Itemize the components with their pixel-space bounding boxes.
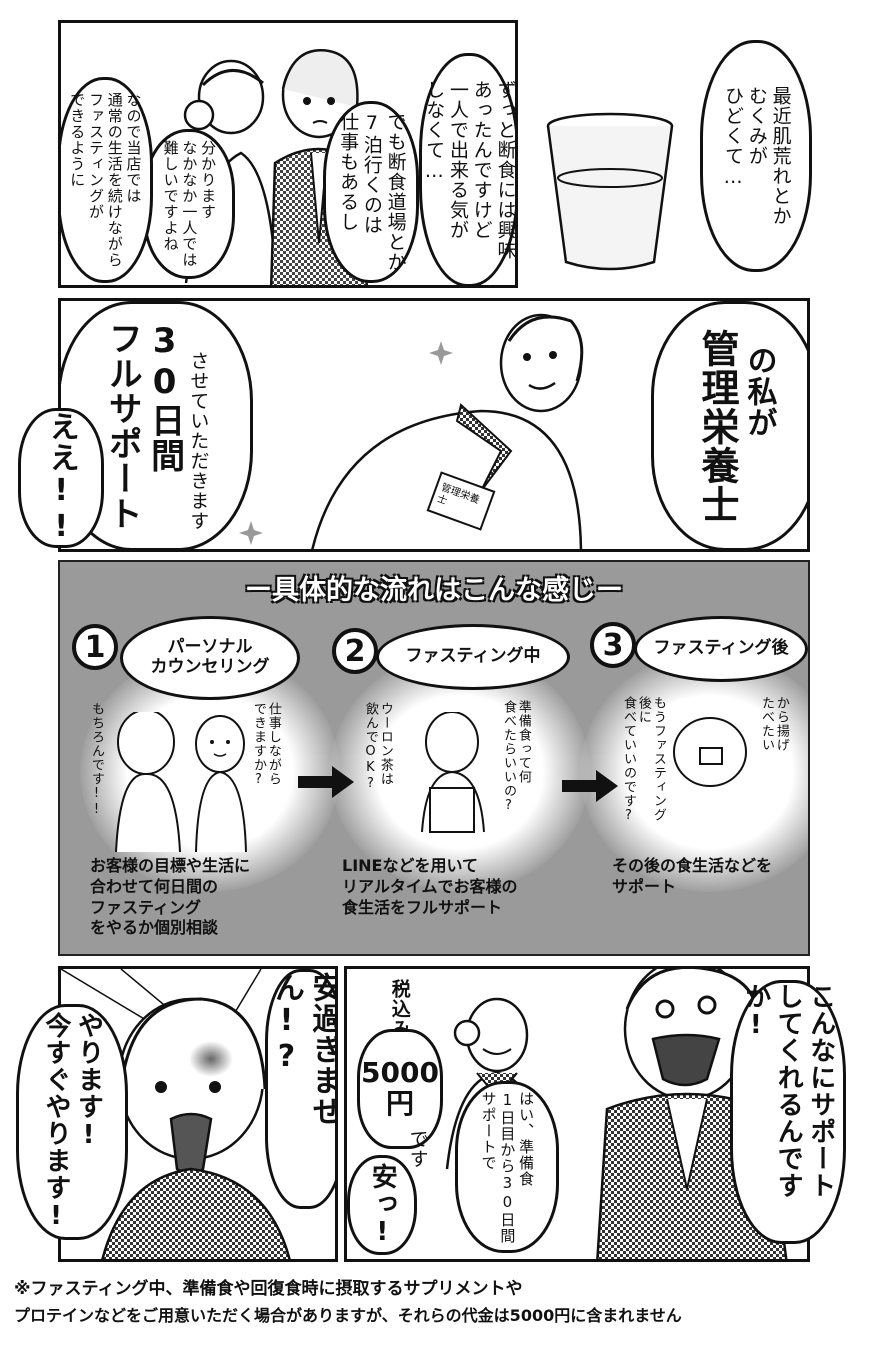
note-oolong: ウーロン茶は 飲んでOK? (362, 702, 393, 792)
excited-woman-illustration (61, 969, 291, 1259)
panel-nutritionist: 管理栄養士 管理栄養士 の私が 30日間 フルサポート させていただきます (58, 298, 810, 552)
shout-do-it: やります! 今すぐやります! (41, 1012, 104, 1232)
shout-too-cheap: 安過ぎません!? (269, 972, 338, 1127)
speech-bubble-so-much-support: こんなにサポート してくれるんですか! (730, 980, 846, 1244)
step-label-counseling: パーソナル カウンセリング (120, 616, 300, 700)
arrow-right-icon (298, 766, 354, 798)
footnote-line-1: ※ファスティング中、準備食や回復食時に摂取するサプリメントや (14, 1279, 523, 1299)
step-label-during-fasting: ファスティング中 (376, 624, 570, 690)
step3-illustration (673, 717, 747, 787)
speech-bubble-retreat: でも断食道場とか 7泊行くのは 仕事もあるし (323, 101, 419, 283)
speech-bubble-understand: 分かります なかなか一人では 難しいですよね (143, 129, 235, 279)
note-karaage: から揚げ たべたい (758, 696, 789, 752)
step-label-after-fasting: ファスティング後 (634, 616, 808, 682)
full-support-heading: 30日間 フルサポート (102, 321, 185, 531)
speech-bubble-too-cheap: 安過ぎません!? (265, 969, 338, 1209)
question-text: こんなにサポート してくれるんですか! (740, 983, 836, 1199)
bubble-text: ずっと断食には興味 あったんですけど 一人で出来る気が しなくて… (423, 80, 517, 260)
speech-bubble-skin-trouble: 最近肌荒れとか むくみが ひどくて… (700, 40, 812, 272)
note-can-i-eat: もうファスティング後に 食べていいのです? (620, 696, 666, 824)
step2-description: LINEなどを用いて リアルタイムでお客様の 食生活をフルサポート (342, 856, 518, 917)
price-amount: 5000 円 (361, 1056, 439, 1120)
flow-section: ー具体的な流れはこんな感じー 1 パーソナル カウンセリング もちろんです!! … (58, 560, 810, 956)
title-suffix: の私が (741, 344, 777, 438)
step1-description: お客様の目標や生活に 合わせて何日間の ファスティング をやるか個別相談 (90, 856, 251, 938)
flow-title: ー具体的な流れはこんな感じー (245, 575, 623, 606)
arrow-right-icon (562, 770, 618, 802)
price-bubble: 5000 円 (357, 1029, 443, 1149)
reply-text: はい、準備食 1日目から30日間 サポートで (479, 1090, 536, 1244)
title-nutritionist: 管理栄養士 (695, 328, 739, 524)
note-can-i-work: 仕事しながら できますか? (250, 702, 281, 788)
speech-bubble-our-store: なので当店では 通常の生活を続けながら ファスティングが できるように (61, 77, 153, 283)
water-glass-illustration (546, 112, 674, 271)
speech-bubble-nutritionist: 管理栄養士 の私が (651, 301, 807, 549)
note-prep-meal: 準備食って何 食べたらいいの? (500, 700, 531, 814)
step-number-1: 1 (72, 624, 118, 670)
bubble-text: 分かります なかなか一人では 難しいですよね (161, 140, 218, 268)
note-of-course: もちろんです!! (88, 702, 104, 818)
speech-bubble-ill-do-it: やります! 今すぐやります! (16, 1004, 128, 1240)
bubble-text: 最近肌荒れとか むくみが ひどくて… (722, 86, 792, 226)
shout-cheap: 安っ! (367, 1162, 398, 1248)
step-number-2: 2 (332, 628, 378, 674)
price-desu: です (406, 1129, 429, 1169)
nutritionist-illustration (85, 313, 773, 549)
step-number-3: 3 (590, 622, 636, 668)
step3-description: その後の食生活などを サポート (612, 856, 773, 896)
bubble-text: でも断食道場とか 7泊行くのは 仕事もあるし (337, 112, 407, 272)
footnote-line-2: プロテインなどをご用意いただく場合がありますが、それらの代金は5000円に含まれ… (14, 1306, 682, 1325)
panel-too-cheap: 安過ぎません!? (58, 966, 338, 1262)
speech-bubble-fasting-interest: ずっと断食には興味 あったんですけど 一人で出来る気が しなくて… (419, 53, 517, 285)
panel-consultation: ずっと断食には興味 あったんですけど 一人で出来る気が しなくて… でも断食道場… (58, 20, 518, 288)
speech-bubble-cheap: 安っ! (347, 1155, 417, 1255)
tax-included-label: 税込み (388, 979, 411, 1039)
full-support-subtext: させていただきます (187, 351, 210, 531)
bubble-text: なので当店では 通常の生活を続けながら ファスティングが できるように (68, 92, 143, 268)
speech-bubble-ee: ええ!! (18, 408, 104, 548)
step2-illustration (421, 712, 485, 833)
speech-bubble-support-from-day1: はい、準備食 1日目から30日間 サポートで (455, 1081, 559, 1253)
exclaim-ee: ええ!! (43, 411, 79, 545)
step1-illustration (115, 712, 247, 852)
